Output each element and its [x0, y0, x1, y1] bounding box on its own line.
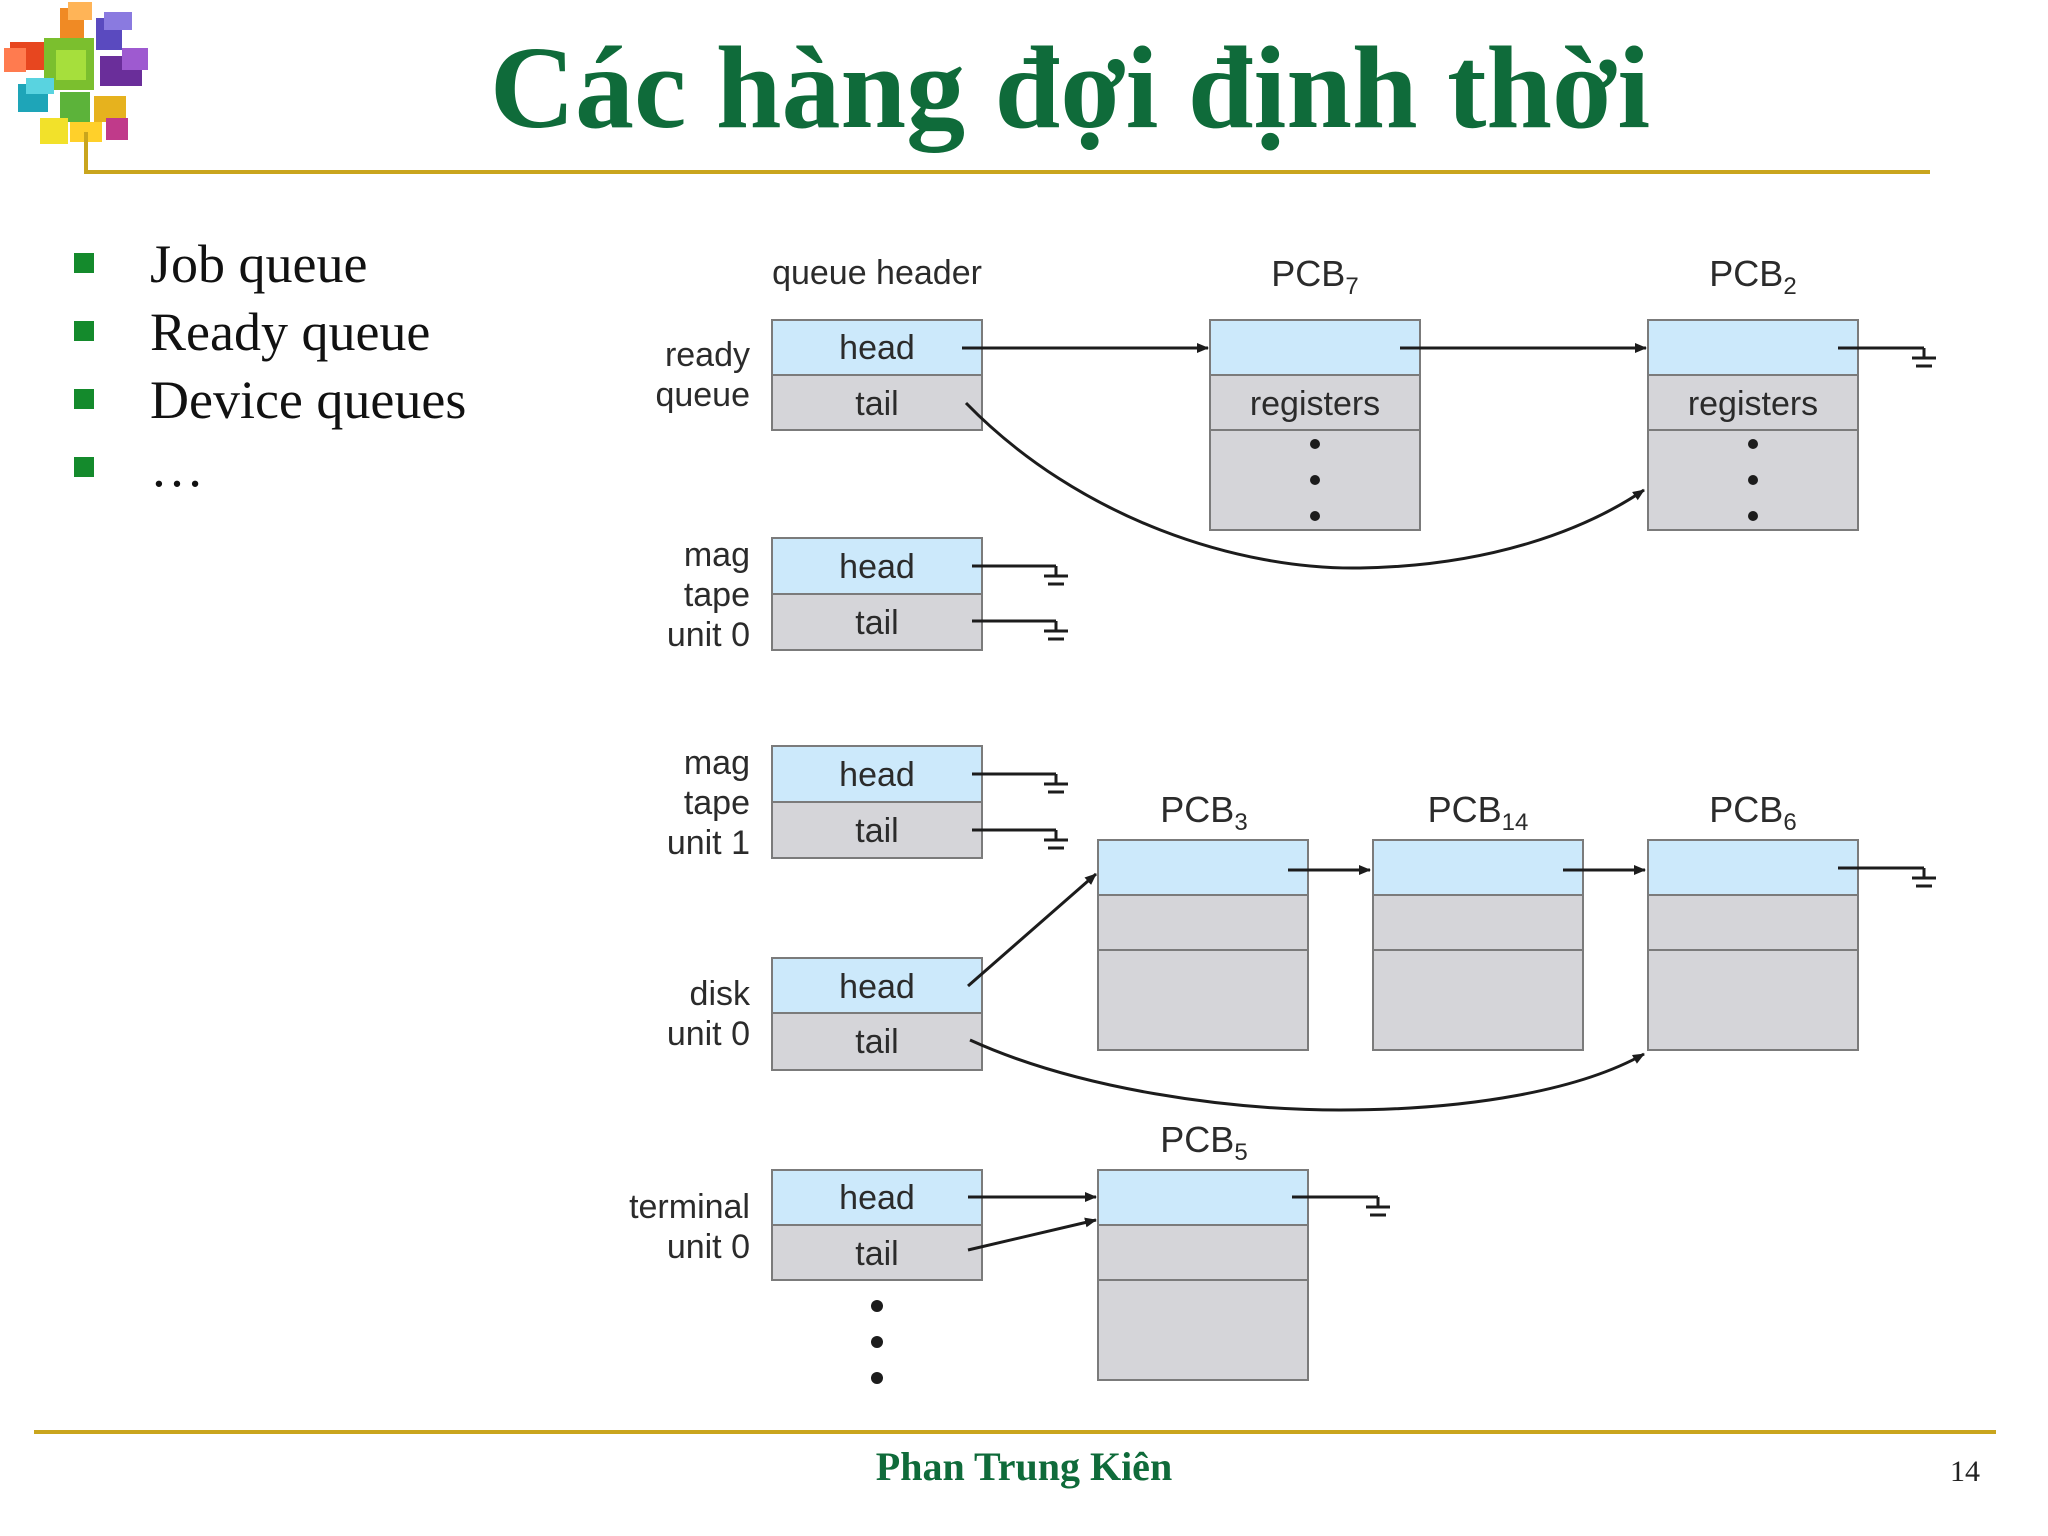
bullet-list: Job queue Ready queue Device queues … — [70, 230, 590, 502]
pcb-7-block: registers — [1209, 319, 1421, 531]
bullet-item: Ready queue — [70, 298, 590, 366]
bullet-text: Device queues — [150, 370, 467, 430]
pcb-2-block: registers — [1647, 319, 1859, 531]
head-field: head — [839, 1179, 915, 1217]
bullet-text: Ready queue — [150, 302, 431, 362]
ready-queue-label: ready queue — [655, 336, 750, 414]
bullet-text: Job queue — [150, 234, 368, 294]
queue-label-line: terminal — [629, 1188, 750, 1226]
terminal-unit-0-label: terminal unit 0 — [629, 1188, 750, 1266]
queue-label-line: mag — [684, 536, 750, 574]
pcb-14-label: PCB14 — [1428, 789, 1529, 836]
queue-label-line: unit 0 — [667, 616, 750, 654]
tail-field: tail — [855, 1023, 898, 1061]
queue-header-label: queue header — [772, 254, 982, 292]
disk-unit-0-label: disk unit 0 — [667, 975, 751, 1053]
tail-field: tail — [855, 812, 898, 850]
pcb-14-block — [1372, 839, 1584, 1051]
queue-label-line: queue — [655, 376, 750, 414]
head-field: head — [839, 756, 915, 794]
pcb-6-block — [1647, 839, 1859, 1051]
pcb-7-label: PCB7 — [1271, 253, 1358, 300]
pcb-5-block — [1097, 1169, 1309, 1381]
bullet-square-icon — [74, 321, 94, 341]
pcb-3-block — [1097, 839, 1309, 1051]
footer-author: Phan Trung Kiên — [875, 1444, 1173, 1489]
mag-tape-unit-0-header: head tail — [771, 537, 983, 651]
footer-rule — [34, 1430, 1996, 1434]
slide-title: Các hàng đợi định thời — [489, 22, 1651, 153]
queue-label-line: unit 0 — [667, 1228, 750, 1266]
queue-label-line: tape — [684, 576, 750, 614]
tail-field: tail — [855, 604, 898, 642]
bullet-square-icon — [74, 457, 94, 477]
head-field: head — [839, 329, 915, 367]
title-underline — [84, 170, 1930, 174]
queue-label-line: mag — [684, 744, 750, 782]
queue-label-line: tape — [684, 784, 750, 822]
mag-tape-unit-1-label: mag tape unit 1 — [667, 744, 750, 862]
bullet-text: … — [150, 438, 204, 498]
registers-field: registers — [1250, 385, 1380, 423]
tail-field: tail — [855, 385, 898, 423]
terminal-unit-0-header: head tail — [771, 1169, 983, 1281]
pcb-3-label: PCB3 — [1160, 789, 1247, 836]
disk-unit-0-header: head tail — [771, 957, 983, 1071]
queue-label-line: unit 1 — [667, 824, 750, 862]
queue-label-line: disk — [690, 975, 751, 1013]
bullet-square-icon — [74, 389, 94, 409]
page-number: 14 — [1950, 1455, 1980, 1488]
tail-field: tail — [855, 1235, 898, 1273]
head-field: head — [839, 548, 915, 586]
cube-logo-icon — [4, 2, 148, 144]
title-underline-stub — [84, 132, 88, 174]
queue-label-line: ready — [665, 336, 750, 374]
queue-links — [962, 343, 1647, 1252]
head-field: head — [839, 968, 915, 1006]
registers-field: registers — [1688, 385, 1818, 423]
queue-label-line: unit 0 — [667, 1015, 750, 1053]
mag-tape-unit-0-label: mag tape unit 0 — [667, 536, 750, 654]
bullet-square-icon — [74, 253, 94, 273]
null-terminators — [972, 346, 1936, 1217]
pcb-5-label: PCB5 — [1160, 1119, 1247, 1166]
pcb-2-label: PCB2 — [1709, 253, 1796, 300]
bullet-item: Device queues — [70, 366, 590, 434]
bullet-item: … — [70, 434, 590, 502]
more-queues-ellipsis — [871, 1300, 883, 1384]
mag-tape-unit-1-header: head tail — [771, 745, 983, 859]
ready-queue-header: head tail — [771, 319, 983, 431]
pcb-6-label: PCB6 — [1709, 789, 1796, 836]
bullet-item: Job queue — [70, 230, 590, 298]
